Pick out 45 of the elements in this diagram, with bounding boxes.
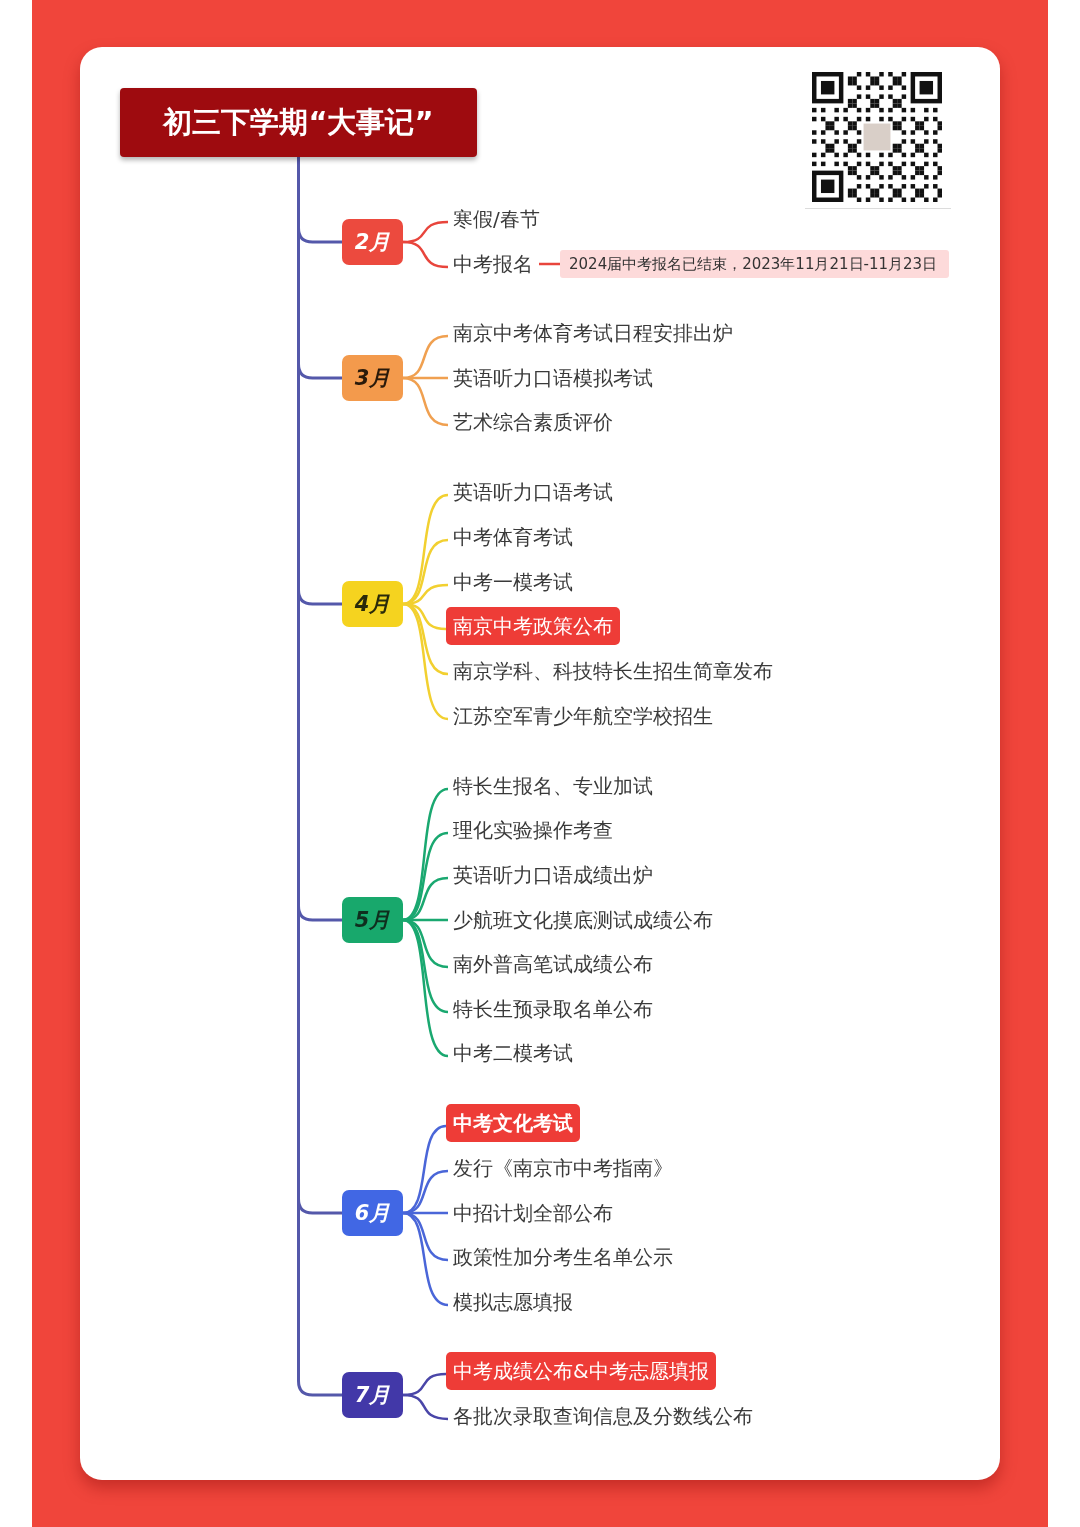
connector-line: [402, 602, 449, 721]
highlighted-topic: 南京中考政策公布: [446, 607, 620, 645]
topic-text: 艺术综合素质评价: [448, 406, 613, 438]
connector-line: [402, 376, 449, 427]
topic-text: 少航班文化摸底测试成绩公布: [448, 904, 713, 936]
topic-text: 英语听力口语成绩出炉: [448, 859, 653, 891]
connector-line: [402, 538, 449, 606]
topic-text: 英语听力口语模拟考试: [448, 362, 653, 394]
connector-line: [402, 831, 449, 922]
topic-text: 南京中考体育考试日程安排出炉: [448, 317, 733, 349]
connector-line: [402, 1211, 449, 1307]
topic-text: 英语听力口语考试: [448, 476, 613, 508]
topic-text: 中招计划全部公布: [448, 1197, 613, 1229]
month-box: 5月: [342, 897, 403, 943]
topic-text: 寒假/春节: [448, 203, 540, 235]
topic-text: 特长生预录取名单公布: [448, 993, 653, 1025]
topic-text: 中考二模考试: [448, 1037, 573, 1069]
connector-line: [402, 1393, 449, 1421]
topic-text: 江苏空军青少年航空学校招生: [448, 700, 713, 732]
month-box: 6月: [342, 1190, 403, 1236]
month-box: 2月: [342, 219, 403, 265]
month-box: 7月: [342, 1372, 403, 1418]
connector-line: [539, 262, 560, 266]
topic-text: 模拟志愿填报: [448, 1286, 573, 1318]
topic-text: 中考体育考试: [448, 521, 573, 553]
topic-text: 政策性加分考生名单公示: [448, 1241, 673, 1273]
connector-line: [402, 918, 449, 1014]
month-box: 3月: [342, 355, 403, 401]
title-banner: 初三下学期“大事记”: [120, 88, 477, 157]
topic-text: 各批次录取查询信息及分数线公布: [448, 1400, 753, 1432]
connector-line: [402, 240, 449, 269]
connector-line: [402, 918, 449, 1058]
topic-text: 南京学科、科技特长生招生简章发布: [448, 655, 773, 687]
topic-text: 中考报名: [448, 248, 533, 280]
topic-text: 特长生报名、专业加试: [448, 770, 653, 802]
topic-text: 中考一模考试: [448, 566, 573, 598]
highlighted-topic: 中考文化考试: [446, 1104, 580, 1142]
topic-text: 南外普高笔试成绩公布: [448, 948, 653, 980]
connector-line: [402, 1124, 447, 1215]
note-label: 2024届中考报名已结束，2023年11月21日-11月23日: [560, 250, 950, 278]
highlighted-topic: 中考成绩公布&中考志愿填报: [446, 1352, 716, 1390]
connector-line: [297, 157, 342, 1397]
topic-text: 理化实验操作考查: [448, 814, 613, 846]
month-box: 4月: [342, 581, 403, 627]
topic-text: 发行《南京市中考指南》: [448, 1152, 673, 1184]
